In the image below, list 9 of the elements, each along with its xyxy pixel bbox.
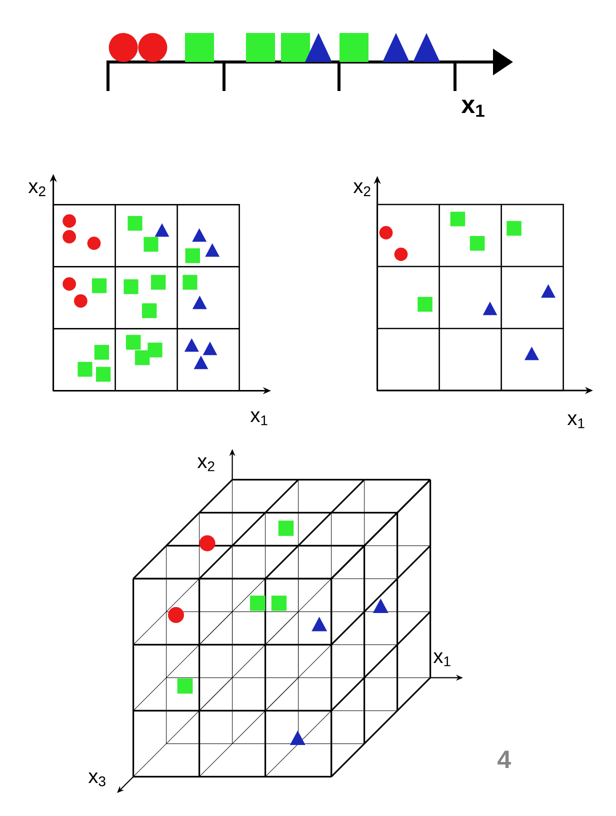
axis-label: x$_{2}$ bbox=[197, 457, 214, 472]
axis-label: x$_{2}$ bbox=[353, 182, 370, 196]
axis-label: x$_{1}$ bbox=[250, 411, 268, 426]
page-number: 4 bbox=[498, 750, 511, 768]
axis-label: x$_{3}$ bbox=[88, 772, 106, 786]
axis-label: x$_{1}$ bbox=[461, 100, 484, 117]
axis-label: x$_{2}$ bbox=[28, 182, 46, 196]
axis-label: x$_{1}$ bbox=[567, 414, 584, 428]
axis-label: x$_{1}$ bbox=[433, 652, 450, 666]
